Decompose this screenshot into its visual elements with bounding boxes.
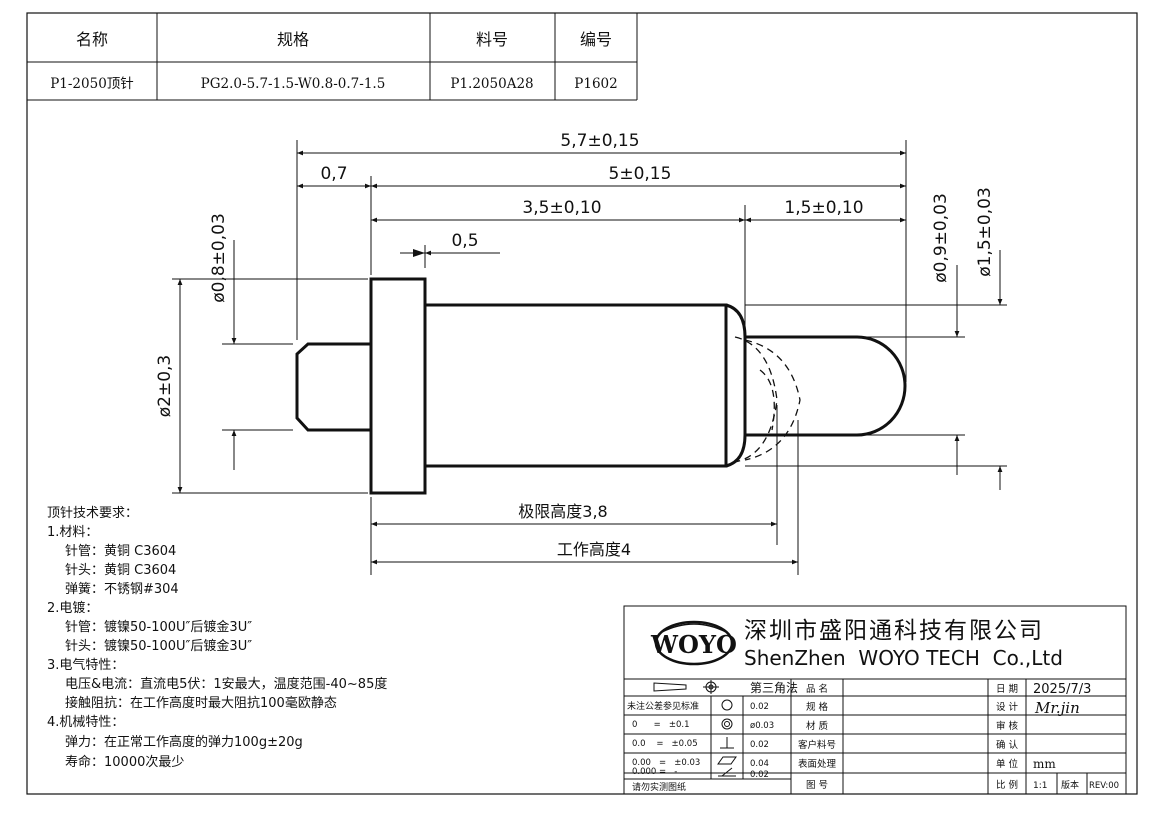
label-version: 版本	[1061, 779, 1079, 791]
dim-working-height: 工作高度4	[557, 540, 631, 559]
label-date: 日 期	[996, 684, 1018, 695]
label-scale: 比 例	[996, 779, 1018, 791]
pin-tail	[295, 342, 371, 432]
pogo-pin-outline	[295, 277, 907, 495]
company-name-en: ShenZhen WOYO TECH Co.,Ltd	[744, 646, 1063, 670]
pin-plunger	[745, 335, 907, 437]
profile-icon	[718, 767, 736, 777]
company-name-cn: 深圳市盛阳通科技有限公司	[744, 618, 1044, 644]
label-confirm: 确 认	[996, 739, 1019, 751]
value-designer: Mr.jin	[1034, 699, 1080, 717]
header-val-spec: PG2.0-5.7-1.5-W0.8-0.7-1.5	[201, 76, 386, 92]
dim-body-length: 5±0,15	[609, 164, 672, 184]
label-customer-part: 客户料号	[798, 739, 836, 751]
header-col-part-no: 料号	[476, 30, 508, 49]
dim-barrel-length: 3,5±0,10	[522, 198, 601, 218]
tolerance-row: 0.00 = ±0.03	[632, 758, 700, 768]
label-review: 审 核	[996, 720, 1019, 732]
circularity-icon	[721, 699, 733, 711]
label-designer: 设 计	[996, 701, 1019, 713]
pin-barrel-end	[725, 303, 747, 468]
dim-tail-dia: ø0,8±0,03	[209, 213, 229, 303]
dim-flange-width: 0,5	[451, 231, 478, 251]
requirements-line: 接触阻抗：在工作高度时最大阻抗100毫欧静态	[65, 695, 337, 711]
perpendicularity-icon	[720, 737, 734, 749]
dim-limit-height: 极限高度3,8	[518, 502, 607, 521]
requirements-line: 1.材料：	[47, 525, 98, 540]
tolerance-title: 未注公差参见标准	[627, 700, 699, 712]
gdt-value: 0.04	[750, 759, 769, 769]
value-revision: REV:00	[1089, 781, 1119, 791]
requirements-line: 寿命：10000次最少	[65, 754, 184, 770]
header-val-part-no: P1.2050A28	[450, 76, 533, 92]
requirements-line: 针头：镀镍50-100U″后镀金3U″	[65, 638, 252, 654]
pin-barrel	[425, 303, 728, 468]
title-block-frame	[623, 605, 1127, 795]
gdt-value: ø0.03	[750, 721, 774, 731]
value-date: 2025/7/3	[1033, 682, 1091, 697]
flatness-icon	[717, 756, 737, 765]
requirements-line: 4.机械特性：	[47, 715, 124, 730]
label-product-name: 品 名	[806, 683, 828, 695]
hidden-internal-lines	[734, 336, 801, 463]
tolerance-row: 0.0 = ±0.05	[632, 739, 698, 749]
gdt-symbols	[717, 699, 737, 777]
requirements-line: 3.电气特性：	[47, 657, 124, 673]
label-spec: 规 格	[806, 701, 829, 713]
requirements-line: 针管：黄铜 C3604	[65, 544, 176, 559]
header-col-spec: 规格	[277, 30, 309, 49]
tolerance-row: 0.000 = -	[632, 767, 677, 777]
projection-symbol	[653, 680, 719, 694]
requirements-line: 2.电镀：	[47, 600, 98, 616]
projection-method: 第三角法	[750, 681, 798, 695]
header-val-name: P1-2050顶针	[50, 76, 134, 92]
dim-overall-length: 5,7±0,15	[560, 131, 639, 151]
label-surface-treatment: 表面处理	[798, 758, 837, 770]
woyo-logo: WOYO	[650, 620, 737, 666]
gdt-value: 0.02	[750, 740, 769, 750]
gdt-value: 0.02	[750, 770, 769, 780]
gdt-value: 0.02	[750, 702, 769, 712]
drawing-note: 请勿实测图纸	[632, 781, 686, 793]
requirements-line: 针管：镀镍50-100U″后镀金3U″	[65, 619, 252, 635]
value-unit: mm	[1033, 757, 1056, 771]
requirements-line: 针头：黄铜 C3604	[65, 563, 176, 578]
dim-plunger-length: 1,5±0,10	[784, 198, 863, 218]
dim-tail-length: 0,7	[320, 164, 347, 184]
header-val-code: P1602	[574, 76, 617, 92]
technical-requirements: 顶针技术要求： 1.材料： 针管：黄铜 C3604 针头：黄铜 C3604 弹簧…	[47, 506, 387, 770]
requirements-title: 顶针技术要求：	[47, 506, 138, 521]
label-material: 材 质	[806, 720, 829, 732]
requirements-line: 弹力：在正常工作高度的弹力100g±20g	[65, 734, 303, 750]
requirements-line: 电压&电流：直流电5伏：1安最大，温度范围-40~85度	[65, 676, 387, 692]
dim-barrel-dia: ø1,5±0,03	[975, 187, 995, 277]
label-drawing-no: 图 号	[806, 780, 828, 791]
header-col-name: 名称	[76, 30, 108, 49]
header-col-code: 编号	[580, 30, 612, 49]
header-table	[27, 13, 638, 101]
tolerance-row: 0 = ±0.1	[632, 720, 690, 730]
dim-flange-dia: ø2±0,3	[155, 355, 175, 418]
sheet-border	[26, 12, 1138, 795]
concentricity-icon	[721, 718, 733, 730]
pin-flange	[369, 277, 427, 495]
dim-plunger-dia: ø0,9±0,03	[931, 193, 951, 283]
label-unit: 单 位	[996, 758, 1019, 770]
dimension-lines	[177, 150, 1003, 565]
logo-text: WOYO	[650, 630, 737, 659]
value-scale: 1:1	[1033, 781, 1047, 791]
requirements-line: 弹簧：不锈钢#304	[65, 581, 179, 597]
